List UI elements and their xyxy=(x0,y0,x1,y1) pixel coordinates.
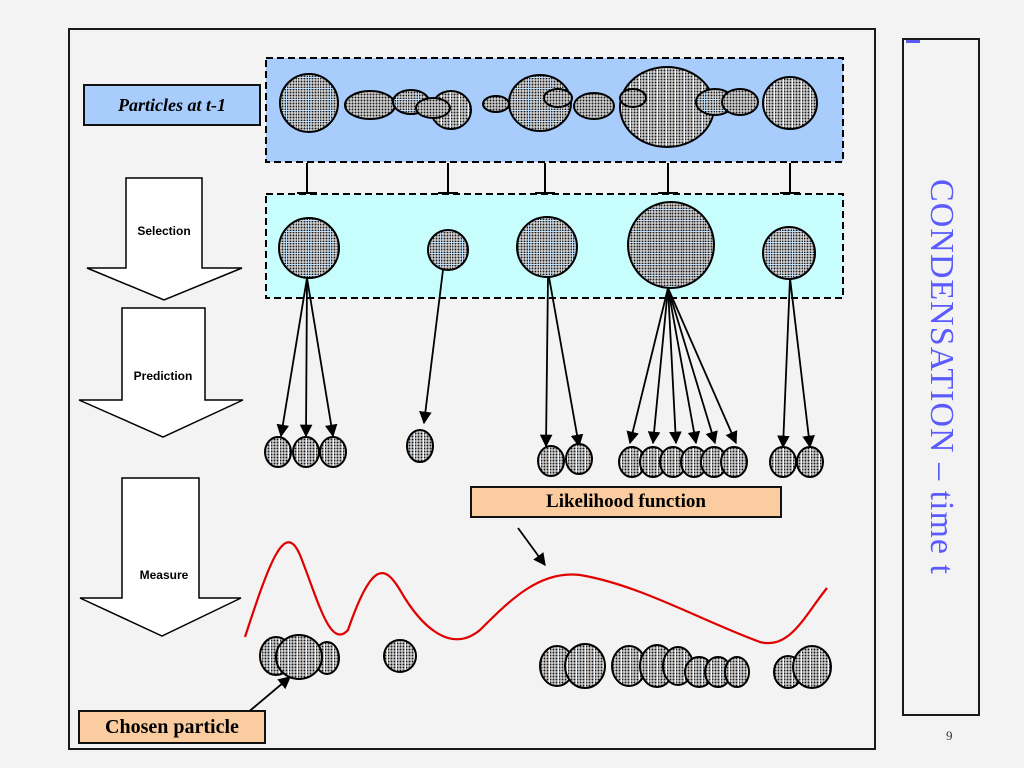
particle xyxy=(720,446,748,478)
label-likelihood-function: Likelihood function xyxy=(470,486,782,518)
label-chosen-particle: Chosen particle xyxy=(78,710,266,744)
particle xyxy=(565,443,593,475)
particle xyxy=(344,90,396,120)
particle xyxy=(427,229,469,271)
particle xyxy=(543,88,573,108)
particle xyxy=(573,92,615,120)
step-arrows xyxy=(78,177,244,637)
particle xyxy=(762,226,816,280)
particle xyxy=(724,656,750,688)
particle xyxy=(482,95,510,113)
particle xyxy=(278,217,340,279)
particle xyxy=(292,436,320,468)
particle xyxy=(319,436,347,468)
likelihood-curve xyxy=(243,541,828,645)
prediction-arrow xyxy=(78,307,244,438)
particle xyxy=(383,639,417,673)
prev-particles xyxy=(279,66,818,148)
selected-particles xyxy=(278,201,816,289)
chosen-pointer xyxy=(245,676,291,715)
side-panel xyxy=(902,38,980,716)
particle xyxy=(619,88,647,108)
particle xyxy=(275,634,323,680)
particle xyxy=(564,643,606,689)
particle xyxy=(769,446,797,478)
step-label-measure: Measure xyxy=(140,568,189,582)
selection-arrow xyxy=(86,177,243,301)
title-accent-mark xyxy=(906,40,920,43)
particle xyxy=(627,201,715,289)
particle xyxy=(792,645,832,689)
weighted-particles xyxy=(259,634,832,689)
particle xyxy=(796,446,824,478)
particle xyxy=(721,88,759,116)
label-particles-prev: Particles at t-1 xyxy=(83,84,261,126)
likelihood-pointer xyxy=(517,527,546,567)
particle xyxy=(415,97,451,119)
particle xyxy=(279,73,339,133)
particle xyxy=(762,76,818,130)
particle xyxy=(264,436,292,468)
selection-connectors xyxy=(297,163,800,194)
page-number: 9 xyxy=(946,728,953,743)
particle xyxy=(516,216,578,278)
prediction-arrows xyxy=(276,269,815,449)
particle xyxy=(406,429,434,463)
measure-arrow xyxy=(79,477,242,637)
particle xyxy=(537,445,565,477)
predicted-particles xyxy=(264,429,824,478)
step-label-selection: Selection xyxy=(137,224,190,238)
step-label-prediction: Prediction xyxy=(134,369,193,383)
